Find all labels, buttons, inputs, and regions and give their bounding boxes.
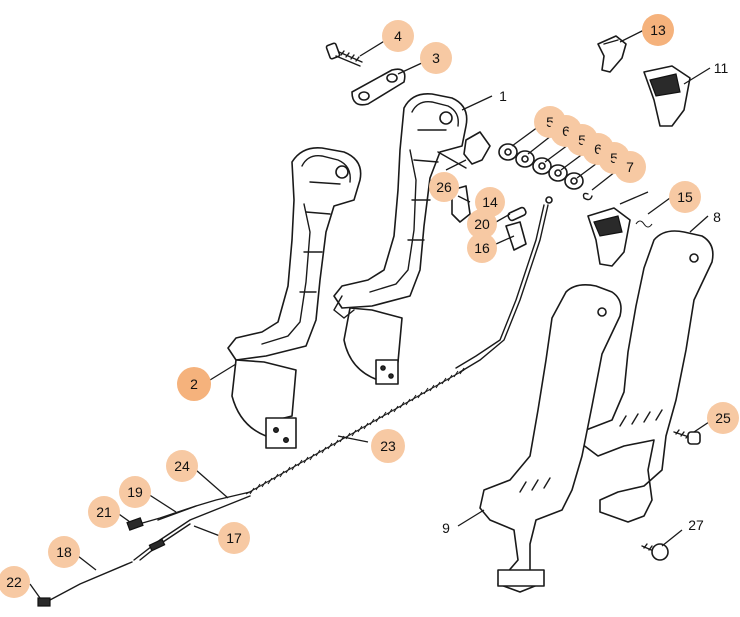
part-switch-13 bbox=[597, 35, 627, 73]
part-pin-20 bbox=[507, 206, 527, 222]
svg-text:24: 24 bbox=[174, 458, 190, 474]
part-ball bbox=[545, 196, 553, 204]
callout-21: 21 bbox=[88, 496, 120, 528]
svg-text:1: 1 bbox=[499, 88, 507, 104]
part-connector-21 bbox=[126, 517, 144, 531]
part-screw-27 bbox=[641, 543, 669, 561]
callout-27: 27 bbox=[688, 517, 704, 533]
part-clip-16 bbox=[505, 221, 527, 251]
svg-text:5: 5 bbox=[578, 132, 586, 148]
svg-text:26: 26 bbox=[436, 179, 452, 195]
part-handle-housing-1 bbox=[333, 92, 468, 385]
callout-13: 13 bbox=[642, 14, 674, 46]
svg-text:9: 9 bbox=[442, 520, 450, 536]
callout-8: 8 bbox=[713, 209, 721, 225]
callout-2: 2 bbox=[177, 367, 211, 401]
svg-text:23: 23 bbox=[380, 438, 396, 454]
callout-16: 16 bbox=[467, 233, 497, 263]
svg-text:21: 21 bbox=[96, 504, 112, 520]
callout-3: 3 bbox=[420, 42, 452, 74]
svg-text:13: 13 bbox=[650, 22, 666, 38]
callout-24: 24 bbox=[166, 450, 198, 482]
callout-22: 22 bbox=[0, 566, 30, 598]
svg-text:2: 2 bbox=[190, 376, 198, 392]
svg-text:11: 11 bbox=[714, 60, 729, 76]
svg-text:6: 6 bbox=[594, 141, 602, 157]
callout-1: 1 bbox=[499, 88, 507, 104]
svg-text:18: 18 bbox=[56, 544, 72, 560]
part-bracket-3 bbox=[351, 68, 406, 106]
callout-25: 25 bbox=[707, 402, 739, 434]
svg-text:19: 19 bbox=[127, 484, 143, 500]
part-wire-17 bbox=[139, 523, 191, 561]
part-screw-4 bbox=[325, 42, 363, 67]
part-switch-15 bbox=[587, 191, 653, 267]
svg-text:4: 4 bbox=[394, 28, 402, 44]
callout-11: 11 bbox=[714, 60, 729, 76]
part-handle-housing-2 bbox=[227, 146, 362, 449]
part-trigger-lever-26 bbox=[437, 131, 491, 169]
callout-4: 4 bbox=[382, 20, 414, 52]
part-screw-25 bbox=[673, 429, 701, 445]
svg-text:22: 22 bbox=[6, 574, 22, 590]
part-handle-shell-9 bbox=[479, 284, 622, 593]
svg-text:27: 27 bbox=[688, 517, 704, 533]
part-washers-5-6 bbox=[498, 143, 584, 190]
svg-text:3: 3 bbox=[432, 50, 440, 66]
part-handle-shell-8 bbox=[581, 230, 714, 523]
svg-text:17: 17 bbox=[226, 530, 242, 546]
svg-text:20: 20 bbox=[474, 216, 490, 232]
svg-text:8: 8 bbox=[713, 209, 721, 225]
callout-26: 26 bbox=[429, 172, 459, 202]
svg-text:25: 25 bbox=[715, 410, 731, 426]
part-clip-7 bbox=[582, 192, 593, 201]
callout-15: 15 bbox=[669, 181, 701, 213]
callout-9: 9 bbox=[442, 520, 450, 536]
svg-text:7: 7 bbox=[626, 159, 634, 175]
part-switch-housing-11 bbox=[643, 65, 691, 127]
callout-18: 18 bbox=[48, 536, 80, 568]
part-wire-18 bbox=[49, 561, 133, 601]
svg-text:5: 5 bbox=[610, 150, 618, 166]
callout-20: 20 bbox=[467, 209, 497, 239]
callout-17: 17 bbox=[218, 522, 250, 554]
svg-text:14: 14 bbox=[482, 194, 498, 210]
svg-text:15: 15 bbox=[677, 189, 693, 205]
callout-7: 7 bbox=[614, 151, 646, 183]
svg-text:6: 6 bbox=[562, 123, 570, 139]
svg-text:5: 5 bbox=[546, 114, 554, 130]
callout-23: 23 bbox=[371, 429, 405, 463]
svg-text:16: 16 bbox=[474, 240, 490, 256]
callout-19: 19 bbox=[119, 476, 151, 508]
part-terminal-22 bbox=[37, 597, 51, 607]
